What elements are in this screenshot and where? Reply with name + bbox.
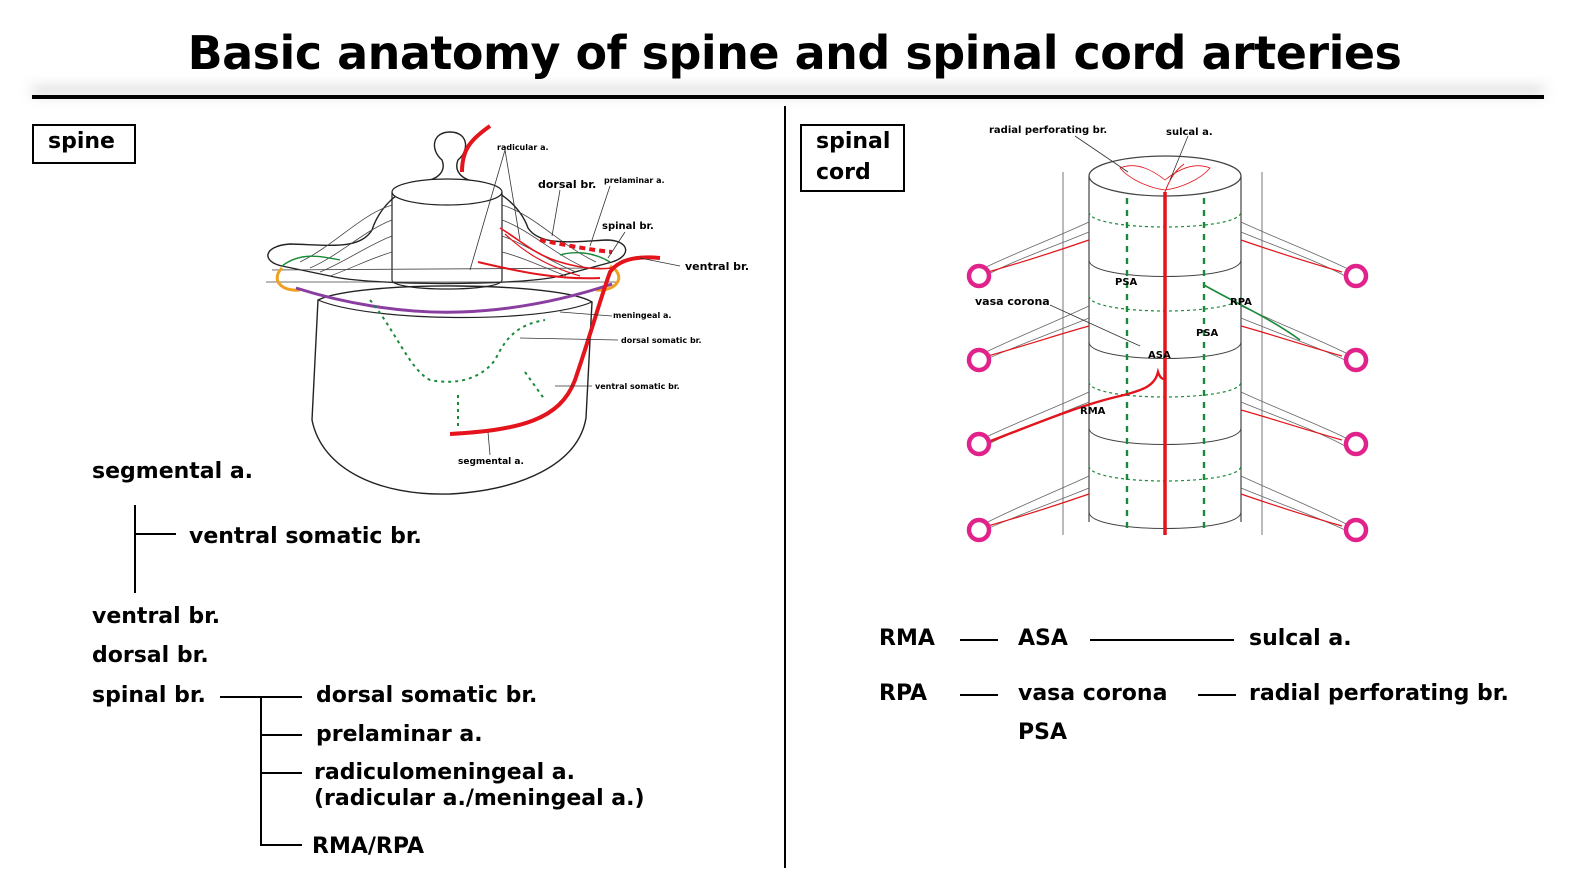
spinal-cord-section-label: spinal cord <box>800 124 905 192</box>
tree-connector-vertical <box>134 505 136 593</box>
spine-section-label: spine <box>32 124 136 164</box>
label-vasa-corona: vasa corona <box>975 295 1050 308</box>
label-radicular: radicular a. <box>497 143 549 152</box>
relation-connector <box>1198 694 1236 696</box>
vertical-divider <box>784 106 786 868</box>
label-prelaminar: prelaminar a. <box>604 176 665 185</box>
label-dorsal-br: dorsal br. <box>538 178 596 191</box>
relation-rpa: RPA <box>879 681 928 706</box>
label-ventral-br: ventral br. <box>685 260 749 273</box>
segmental-artery <box>449 255 661 436</box>
title-underline <box>32 95 1544 99</box>
label-psa-top: PSA <box>1115 277 1138 288</box>
tree-ventral-somatic: ventral somatic br. <box>189 524 422 549</box>
relation-vasa-corona: vasa corona <box>1018 681 1168 706</box>
relation-rma: RMA <box>879 626 935 651</box>
label-sulcal: sulcal a. <box>1166 127 1213 138</box>
label-radial-perforating: radial perforating br. <box>989 125 1107 136</box>
dorsal-somatic-dashed <box>369 299 546 383</box>
red-inner <box>504 233 581 277</box>
tree-prelaminar: prelaminar a. <box>316 722 483 747</box>
green-dashed-drop-2 <box>524 371 546 401</box>
tree-ventral-br: ventral br. <box>92 604 221 629</box>
radicular-artery <box>460 124 492 173</box>
tree-segmental: segmental a. <box>92 459 254 484</box>
tree-radiculomeningeal: radiculomeningeal a. <box>314 760 575 785</box>
relation-psa: PSA <box>1018 720 1067 745</box>
grey-matter <box>1119 165 1211 191</box>
tree-spinal-br: spinal br. <box>92 683 206 708</box>
radiculomedullary-artery <box>987 367 1166 444</box>
tree-dorsal-somatic: dorsal somatic br. <box>316 683 538 708</box>
tree-connector <box>136 533 176 535</box>
radiculopial-artery <box>1203 284 1301 341</box>
label-ventral-somatic: ventral somatic br. <box>595 382 680 391</box>
label-psa-right: PSA <box>1196 328 1219 339</box>
relation-connector <box>1090 639 1234 641</box>
green-branch-right <box>559 252 611 263</box>
label-spinal-br: spinal br. <box>602 221 654 232</box>
tree-connector <box>260 734 302 736</box>
vertebral-body-top <box>317 299 593 319</box>
green-branch <box>281 255 341 267</box>
tree-connector <box>260 844 302 846</box>
label-rma: RMA <box>1080 406 1106 417</box>
relation-asa: ASA <box>1018 626 1068 651</box>
tree-connector-vertical <box>260 696 262 846</box>
meningeal-artery-path <box>295 282 613 314</box>
tree-connector <box>260 772 302 774</box>
relation-connector <box>960 694 998 696</box>
label-meningeal: meningeal a. <box>613 311 671 320</box>
ventral-branch <box>477 261 601 280</box>
cord-body <box>1088 176 1242 522</box>
label-segmental: segmental a. <box>458 457 524 467</box>
relation-sulcal: sulcal a. <box>1249 626 1352 651</box>
radicular-arteries <box>987 239 1343 527</box>
label-dorsal-somatic: dorsal somatic br. <box>621 336 702 345</box>
psa-dashed <box>1125 198 1206 530</box>
sulcal-branch <box>1164 163 1185 193</box>
tree-radiculomeningeal-sub: (radicular a./meningeal a.) <box>314 786 645 811</box>
tree-rma-rpa: RMA/RPA <box>312 834 424 859</box>
label-rpa: RPA <box>1230 297 1252 308</box>
relation-connector <box>960 639 998 641</box>
page-title: Basic anatomy of spine and spinal cord a… <box>187 26 1402 80</box>
relation-radial-perforating: radial perforating br. <box>1249 681 1509 706</box>
tree-dorsal-br: dorsal br. <box>92 643 209 668</box>
ring-icons <box>966 263 1369 543</box>
spinal-branch <box>499 227 613 270</box>
prelaminar-dashed <box>539 238 613 254</box>
label-asa: ASA <box>1148 350 1171 361</box>
nerve-roots <box>979 221 1351 531</box>
orange-ring-left <box>275 266 301 292</box>
